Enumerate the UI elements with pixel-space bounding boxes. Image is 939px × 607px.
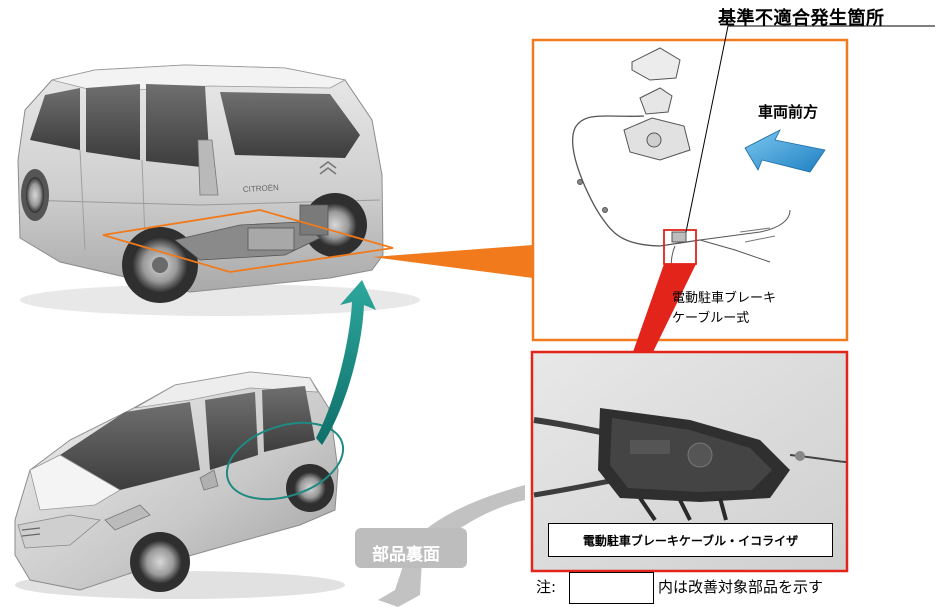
equalizer-photo <box>533 408 847 522</box>
callout-title: 基準不適合発生箇所 <box>718 8 885 29</box>
cable-assembly-label: 電動駐車ブレーキ ケーブルー式 <box>672 289 776 329</box>
note-legend-box <box>569 572 654 604</box>
rear-car-badge: CITROËN <box>243 183 280 194</box>
cable-assembly-label-line1: 電動駐車ブレーキ <box>672 291 777 306</box>
red-connector <box>633 264 696 352</box>
cable-assembly-frame <box>531 38 849 342</box>
front-car-illustration <box>14 371 345 599</box>
highlight-plane <box>102 209 394 273</box>
reverse-side-arrow <box>378 485 525 607</box>
vehicle-front-label: 車両前方 <box>758 103 819 121</box>
teal-arrow <box>316 280 376 445</box>
reverse-side-tag <box>355 528 467 568</box>
cable-assembly-label-line2: ケーブルー式 <box>672 311 750 326</box>
callout-leader-line <box>685 25 935 233</box>
reverse-side-label: 部品裏面 <box>372 545 440 565</box>
note-prefix: 注: <box>536 578 557 596</box>
vehicle-front-arrow <box>744 129 826 173</box>
rear-area-highlight-ellipse <box>225 421 345 501</box>
rear-car-illustration <box>17 64 420 316</box>
equalizer-label: 電動駐車ブレーキケーブル・イコライザ <box>548 523 833 557</box>
orange-connector <box>372 245 533 278</box>
note-text: 内は改善対象部品を示す <box>658 578 824 596</box>
